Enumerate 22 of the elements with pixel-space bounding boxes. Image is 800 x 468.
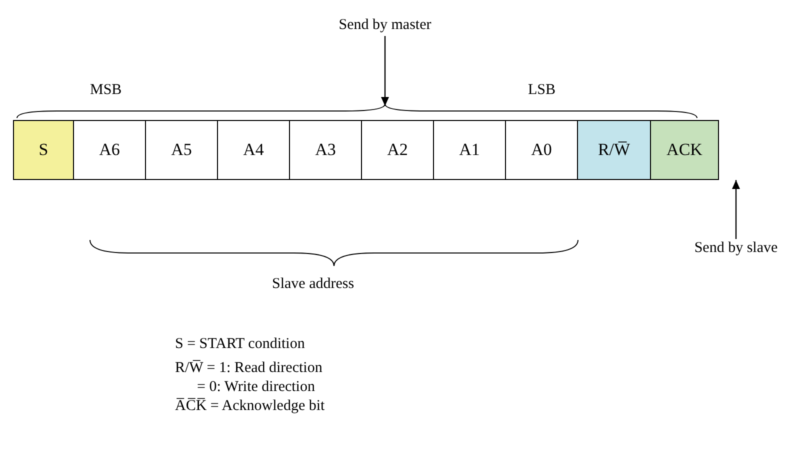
bit-order-label: MSB [90,82,122,99]
annotation-text: Send by master [325,14,445,36]
address-bit-cell: A6 [73,120,146,180]
read-write-bit-cell: R/W̅ [577,120,651,180]
start-bit-cell: S [13,120,74,180]
legend-text: R/W̅ = 1: Read direction [175,360,322,377]
legend-text: = 0: Write direction [197,379,315,396]
field-label: Slave address [272,276,354,293]
arrow [732,180,740,239]
address-bit-cell: A0 [505,120,578,180]
bit-order-label: LSB [528,82,556,99]
legend-text: S = START condition [175,336,305,353]
annotation-text: Send by slave [678,237,794,259]
legend-text: A̅C̅K̅ = Acknowledge bit [175,398,325,415]
address-bit-cell: A3 [289,120,362,180]
address-bit-cell: A1 [433,120,506,180]
curly-brace [16,104,698,118]
address-bit-cell: A5 [145,120,218,180]
address-bit-cell: A4 [217,120,290,180]
address-bit-cell: A2 [361,120,434,180]
ack-bit-cell: ACK [650,120,719,180]
arrow [381,36,389,106]
